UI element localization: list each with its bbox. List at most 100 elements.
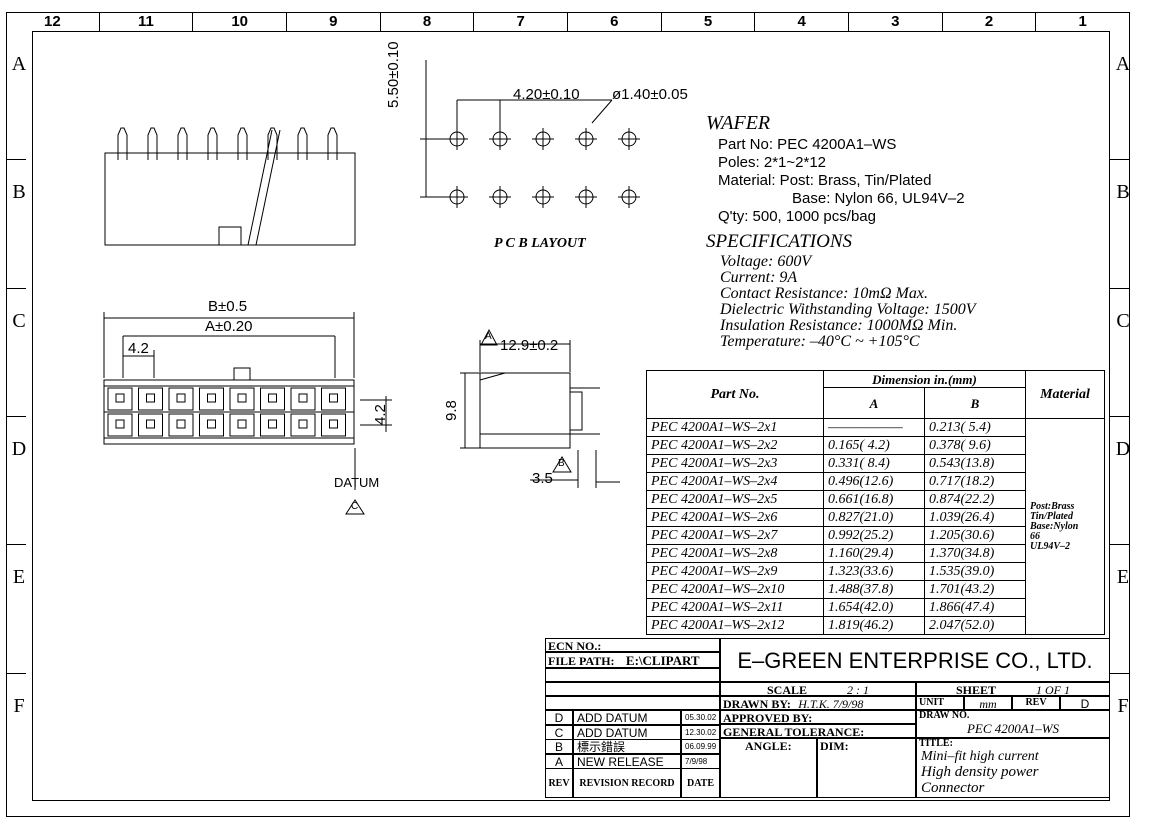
- hole-dimension: ø1.40±0.05: [612, 86, 688, 103]
- table-cell-part: PEC 4200A1–WS–2x4: [646, 472, 824, 491]
- zone-divider: [6, 672, 26, 674]
- header-a: A: [823, 387, 925, 419]
- terminal-slot: [146, 419, 155, 429]
- table-cell-part: PEC 4200A1–WS–2x7: [646, 526, 824, 545]
- terminal-slot: [176, 393, 186, 403]
- title-line-1: Mini–fit high current: [921, 749, 1039, 764]
- table-cell-b: 0.213( 5.4): [924, 418, 1026, 437]
- table-cell-b: 0.717(18.2): [924, 472, 1026, 491]
- table-cell-a: 0.661(16.8): [823, 490, 925, 509]
- pitch-x-dimension: 4.20±0.10: [513, 86, 580, 103]
- table-cell-a: 0.992(25.2): [823, 526, 925, 545]
- material-line: Tin/Plated: [1030, 510, 1073, 522]
- table-cell-b: 0.543(13.8): [924, 454, 1026, 473]
- sheet-value: 1 OF 1: [1036, 683, 1071, 696]
- top-view-drawing: [104, 127, 356, 246]
- table-cell-b: 1.370(34.8): [924, 544, 1026, 563]
- zone-row-label-right: B: [1116, 181, 1130, 204]
- pin: [267, 127, 278, 160]
- scale-label: SCALE: [766, 683, 807, 696]
- file-path-label: FILE PATH:: [548, 654, 615, 668]
- zone-row-label-right: E: [1116, 566, 1130, 589]
- terminal-cavity: [199, 413, 224, 437]
- zone-column-label: 9: [287, 12, 381, 31]
- table-cell-part: PEC 4200A1–WS–2x11: [646, 598, 824, 617]
- drawn-by-label: DRAWN BY:: [723, 697, 791, 710]
- header-dimension: Dimension in.(mm): [823, 370, 1026, 388]
- table-cell-a: ——————: [823, 418, 925, 437]
- revision-record: 標示錯誤: [573, 739, 681, 754]
- material-line: UL94V–2: [1030, 540, 1070, 552]
- title-line-3: Connector: [921, 780, 985, 796]
- table-cell-part: PEC 4200A1–WS–2x5: [646, 490, 824, 509]
- datum-c-letter: C: [351, 501, 359, 512]
- zone-row-label-right: A: [1115, 53, 1131, 75]
- table-cell-a: 0.331( 8.4): [823, 454, 925, 473]
- front-pitch-dimension: 4.2: [128, 340, 149, 357]
- zone-divider: [6, 544, 26, 546]
- table-cell-b: 1.866(47.4): [924, 598, 1026, 617]
- wafer-material-post: Material: Post: Brass, Tin/Plated: [718, 172, 932, 189]
- terminal-slot: [207, 393, 216, 403]
- zone-row-label-left: A: [11, 53, 27, 75]
- terminal-cavity: [229, 387, 255, 411]
- terminal-slot: [115, 419, 125, 429]
- side-offset-dimension: 3.5: [532, 470, 553, 487]
- material-line: Post:Brass: [1030, 500, 1075, 512]
- pin: [297, 127, 308, 160]
- pitch-y-dimension: 5.50±0.10: [385, 41, 402, 108]
- wafer-info: Part No: PEC 4200A1–WS Poles: 2*1~2*12 M…: [718, 136, 965, 226]
- side-view-drawing: [460, 340, 620, 488]
- terminal-slot: [237, 393, 247, 403]
- header-part-no: Part No.: [646, 370, 824, 419]
- terminal-slot: [146, 393, 155, 403]
- table-cell-a: 1.488(37.8): [823, 580, 925, 599]
- zone-divider: [6, 159, 26, 161]
- terminal-cavity: [290, 387, 316, 411]
- table-cell-a: 1.654(42.0): [823, 598, 925, 617]
- table-cell-part: PEC 4200A1–WS–2x2: [646, 436, 824, 455]
- table-cell-part: PEC 4200A1–WS–2x9: [646, 562, 824, 581]
- terminal-cavity: [229, 413, 255, 437]
- zone-divider: [1110, 416, 1130, 417]
- datum-label: DATUM: [334, 475, 380, 490]
- table-cell-a: 0.165( 4.2): [823, 436, 925, 455]
- zone-column-label: 6: [568, 12, 662, 31]
- revision-record: ADD DATUM: [573, 724, 681, 740]
- pcb-hole-crosshair: [532, 128, 554, 150]
- zone-column-label: 1: [1036, 12, 1130, 31]
- revision-record: NEW RELEASE: [573, 753, 681, 769]
- pcb-hole-crosshair: [618, 186, 640, 208]
- table-cell-a: 1.160(29.4): [823, 544, 925, 563]
- datum-b-letter: B: [558, 458, 565, 469]
- side-height-dimension: 9.8: [443, 400, 460, 421]
- datum-a-letter: A: [485, 331, 492, 342]
- zone-divider: [1110, 672, 1130, 674]
- pin: [327, 127, 338, 160]
- revision-record: ADD DATUM: [573, 710, 681, 725]
- terminal-slot: [268, 393, 277, 403]
- revision-rev: A: [545, 753, 573, 769]
- title-line-2: High density power: [921, 764, 1039, 780]
- angle-label: ANGLE:: [745, 739, 792, 753]
- terminal-cavity: [199, 387, 224, 411]
- terminal-slot: [298, 393, 308, 403]
- terminal-slot: [268, 419, 277, 429]
- side-width-dimension: 12.9±0.2: [500, 337, 559, 354]
- table-cell-a: 1.819(46.2): [823, 616, 925, 635]
- zone-divider: [1110, 159, 1130, 161]
- datum-b-triangle: [552, 456, 572, 473]
- spec-dielectric-voltage: Dielectric Withstanding Voltage: 1500V: [720, 301, 976, 318]
- pin: [117, 127, 128, 160]
- table-cell-b: 0.378( 9.6): [924, 436, 1026, 455]
- wafer-qty: Q'ty: 500, 1000 pcs/bag: [718, 208, 876, 225]
- pcb-hole-crosshair: [489, 128, 511, 150]
- draw-no-value: PEC 4200A1–WS: [966, 721, 1060, 736]
- draw-no-label: DRAW NO.: [919, 710, 970, 721]
